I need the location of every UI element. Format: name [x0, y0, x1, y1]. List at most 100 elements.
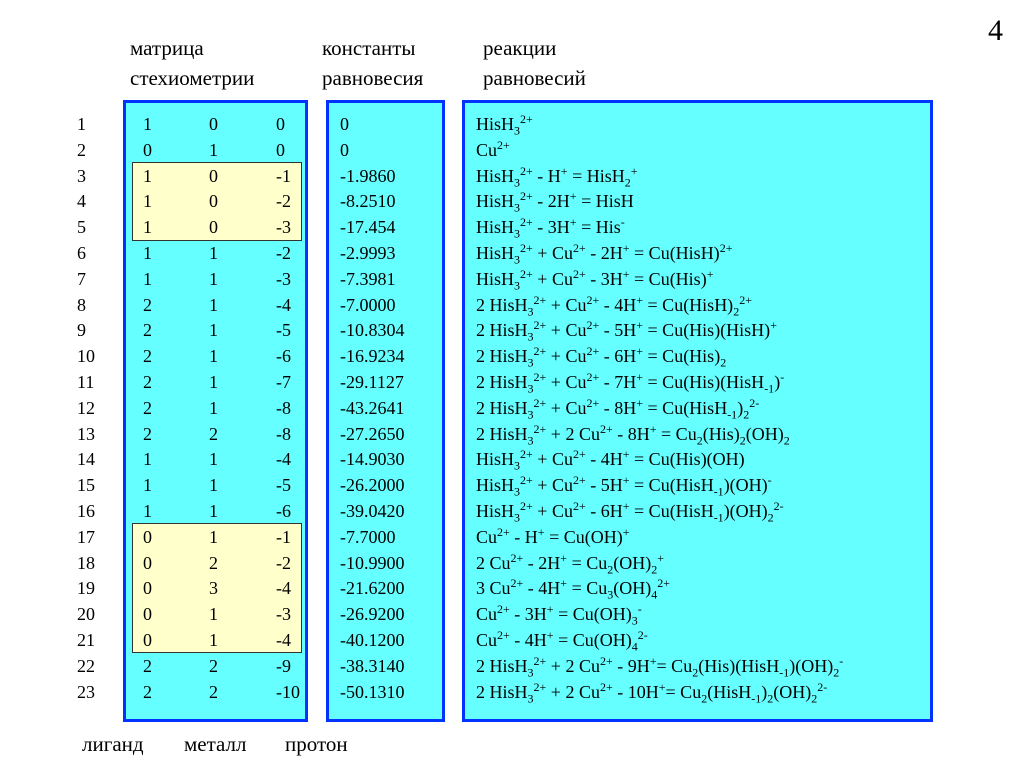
proton-coef: 0	[276, 139, 285, 160]
log-constant: -17.454	[340, 217, 396, 238]
proton-coef: -3	[276, 217, 291, 238]
metal-coef: 1	[209, 320, 218, 341]
reactions-panel	[462, 100, 933, 722]
row-number: 1	[77, 114, 86, 134]
reaction-equation: 2 Cu2+ - 2H+ = Cu2(OH)2+	[476, 550, 665, 577]
proton-coef: -3	[276, 268, 291, 289]
ligand-coef: 2	[143, 397, 152, 418]
header-matrix: матрица стехиометрии	[130, 33, 254, 93]
ligand-coef: 1	[143, 268, 152, 289]
log-constant: -50.1310	[340, 681, 405, 702]
metal-coef: 0	[209, 114, 218, 134]
proton-coef: -4	[276, 449, 291, 470]
reaction-equation: Cu2+ - 4H+ = Cu(OH)42-	[476, 628, 648, 654]
metal-coef: 3	[209, 578, 218, 599]
metal-coef: 1	[209, 449, 218, 470]
log-constant: 0	[340, 114, 349, 134]
metal-coef: 2	[209, 552, 218, 573]
log-constant: -27.2650	[340, 423, 405, 444]
ligand-coef: 1	[143, 501, 152, 521]
reaction-equation: Cu2+	[476, 137, 510, 160]
metal-coef: 1	[209, 294, 218, 315]
ligand-coef: 0	[143, 578, 152, 599]
page-number: 4	[988, 14, 1003, 47]
reaction-equation: HisH32+ - 2H+ = HisH	[476, 189, 634, 215]
proton-coef: -4	[276, 630, 291, 650]
proton-coef: -6	[276, 346, 291, 367]
row-number: 23	[77, 681, 95, 702]
ligand-coef: 0	[143, 630, 152, 650]
ligand-coef: 1	[143, 165, 152, 186]
proton-coef: -10	[276, 681, 300, 702]
metal-coef: 1	[209, 243, 218, 263]
metal-coef: 0	[209, 165, 218, 186]
ligand-coef: 1	[143, 217, 152, 238]
ligand-coef: 2	[143, 655, 152, 676]
metal-coef: 2	[209, 423, 218, 444]
ligand-coef: 1	[143, 475, 152, 496]
header-constants-line2: равновесия	[322, 66, 424, 90]
row-number: 11	[77, 372, 95, 392]
log-constant: -16.9234	[340, 346, 405, 367]
proton-coef: -5	[276, 475, 291, 496]
ligand-coef: 2	[143, 681, 152, 702]
row-number: 10	[77, 346, 95, 367]
log-constant: -38.3140	[340, 655, 405, 676]
ligand-coef: 2	[143, 423, 152, 444]
reaction-equation: HisH32+ - H+ = HisH2+	[476, 163, 638, 190]
proton-coef: -3	[276, 604, 291, 625]
metal-coef: 1	[209, 475, 218, 496]
constants-panel	[326, 100, 445, 722]
row-number: 9	[77, 320, 86, 341]
log-constant: -7.0000	[340, 294, 396, 315]
row-number: 19	[77, 578, 95, 599]
footer-metal: металл	[184, 732, 247, 756]
row-number: 14	[77, 449, 95, 470]
proton-coef: -7	[276, 372, 291, 392]
row-number: 6	[77, 243, 86, 263]
row-number: 4	[77, 191, 86, 212]
reaction-equation: 3 Cu2+ - 4H+ = Cu3(OH)42+	[476, 576, 671, 602]
header-reactions: реакции равновесий	[483, 33, 586, 93]
header-constants-line1: константы	[322, 36, 416, 60]
proton-coef: -5	[276, 320, 291, 341]
metal-coef: 1	[209, 346, 218, 367]
header-constants: константы равновесия	[322, 33, 423, 93]
row-number: 5	[77, 217, 86, 238]
proton-coef: -8	[276, 397, 291, 418]
reaction-equation: 2 HisH32+ + Cu2+ - 8H+ = Cu(HisH-1)22-	[476, 395, 760, 422]
reaction-equation: 2 HisH32+ + Cu2+ - 7H+ = Cu(His)(HisH-1)…	[476, 370, 785, 396]
reaction-equation: HisH32+ + Cu2+ - 3H+ = Cu(His)+	[476, 266, 714, 293]
proton-coef: -4	[276, 578, 291, 599]
metal-coef: 0	[209, 191, 218, 212]
header-reactions-line2: равновесий	[483, 66, 586, 90]
row-number: 17	[77, 526, 95, 547]
row-number: 22	[77, 655, 95, 676]
row-number: 2	[77, 139, 86, 160]
header-reactions-line1: реакции	[483, 36, 557, 60]
reaction-equation: 2 HisH32+ + Cu2+ - 5H+ = Cu(His)(HisH)+	[476, 318, 777, 344]
log-constant: -2.9993	[340, 243, 396, 263]
log-constant: -26.2000	[340, 475, 405, 496]
log-constant: 0	[340, 139, 349, 160]
log-constant: -39.0420	[340, 501, 405, 521]
highlight-ligand-protonation	[132, 162, 302, 241]
header-matrix-line2: стехиометрии	[130, 66, 255, 90]
log-constant: -7.7000	[340, 526, 396, 547]
reaction-equation: HisH32+ + Cu2+ - 5H+ = Cu(HisH-1)(OH)-	[476, 473, 772, 499]
proton-coef: -4	[276, 294, 291, 315]
row-number: 21	[77, 630, 95, 650]
log-constant: -10.9900	[340, 552, 405, 573]
log-constant: -29.1127	[340, 372, 404, 392]
row-number: 20	[77, 604, 95, 625]
ligand-coef: 2	[143, 346, 152, 367]
proton-coef: -9	[276, 655, 291, 676]
reaction-equation: Cu2+ - 3H+ = Cu(OH)3-	[476, 602, 642, 628]
proton-coef: -2	[276, 191, 291, 212]
proton-coef: -6	[276, 501, 291, 521]
metal-coef: 0	[209, 217, 218, 238]
row-number: 18	[77, 552, 95, 573]
reaction-equation: 2 HisH32+ + Cu2+ - 6H+ = Cu(His)2	[476, 344, 727, 370]
metal-coef: 1	[209, 139, 218, 160]
metal-coef: 1	[209, 397, 218, 418]
